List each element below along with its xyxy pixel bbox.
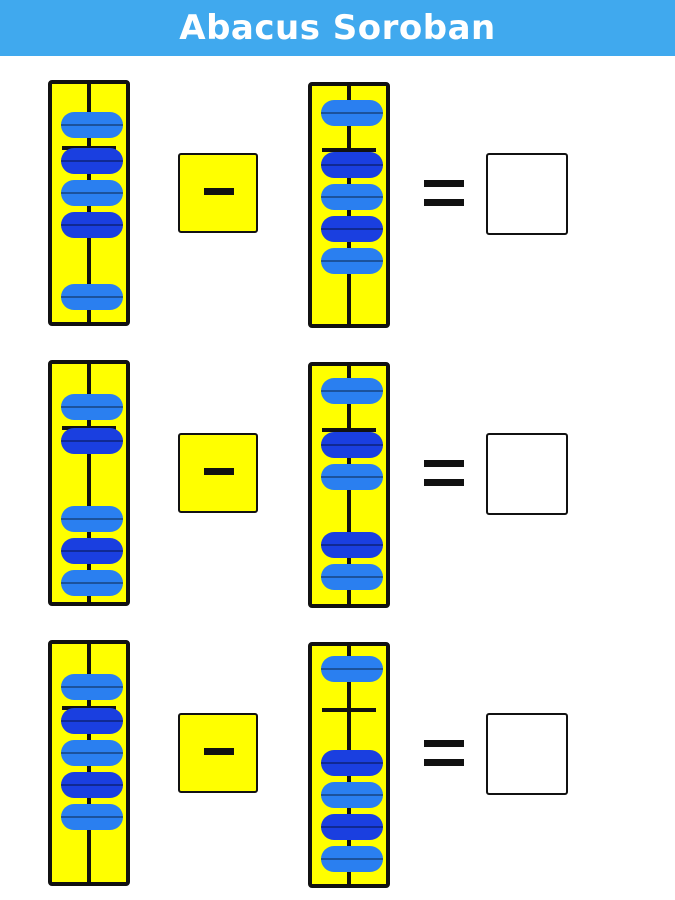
- operator-box-3: [178, 713, 258, 793]
- abacus-heaven-bead: [321, 378, 383, 404]
- abacus-right-3: [308, 642, 390, 888]
- abacus-left-1: [48, 80, 130, 326]
- abacus-earth-bead: [321, 532, 383, 558]
- abacus-earth-bead: [321, 750, 383, 776]
- abacus-earth-bead: [61, 506, 123, 532]
- abacus-left-3: [48, 640, 130, 886]
- answer-box-3[interactable]: [486, 713, 568, 795]
- abacus-earth-bead: [61, 180, 123, 206]
- abacus-right-2: [308, 362, 390, 608]
- abacus-heaven-bead: [321, 656, 383, 682]
- abacus-earth-bead: [61, 708, 123, 734]
- abacus-earth-bead: [61, 284, 123, 310]
- abacus-earth-bead: [61, 538, 123, 564]
- abacus-earth-bead: [321, 248, 383, 274]
- abacus-heaven-bead: [321, 100, 383, 126]
- equals-icon: [424, 180, 464, 206]
- abacus-earth-bead: [61, 428, 123, 454]
- abacus-earth-bead: [321, 184, 383, 210]
- abacus-right-1: [308, 82, 390, 328]
- minus-icon: [204, 468, 234, 475]
- answer-box-2[interactable]: [486, 433, 568, 515]
- operator-box-1: [178, 153, 258, 233]
- abacus-earth-bead: [61, 148, 123, 174]
- answer-box-1[interactable]: [486, 153, 568, 235]
- abacus-heaven-bead: [61, 112, 123, 138]
- abacus-earth-bead: [321, 216, 383, 242]
- equals-icon: [424, 740, 464, 766]
- abacus-divider-bar: [322, 148, 376, 152]
- abacus-earth-bead: [321, 464, 383, 490]
- equals-icon: [424, 460, 464, 486]
- abacus-earth-bead: [321, 846, 383, 872]
- abacus-divider-bar: [322, 428, 376, 432]
- abacus-earth-bead: [321, 782, 383, 808]
- abacus-divider-bar: [322, 708, 376, 712]
- abacus-earth-bead: [61, 772, 123, 798]
- header-bar: Abacus Soroban: [0, 0, 675, 56]
- operator-box-2: [178, 433, 258, 513]
- abacus-earth-bead: [61, 804, 123, 830]
- minus-icon: [204, 188, 234, 195]
- abacus-heaven-bead: [61, 674, 123, 700]
- abacus-left-2: [48, 360, 130, 606]
- page-title: Abacus Soroban: [179, 8, 496, 48]
- abacus-earth-bead: [61, 212, 123, 238]
- abacus-earth-bead: [321, 814, 383, 840]
- abacus-earth-bead: [61, 740, 123, 766]
- abacus-earth-bead: [61, 570, 123, 596]
- minus-icon: [204, 748, 234, 755]
- abacus-earth-bead: [321, 432, 383, 458]
- abacus-rod: [87, 364, 91, 602]
- abacus-earth-bead: [321, 564, 383, 590]
- abacus-earth-bead: [321, 152, 383, 178]
- abacus-heaven-bead: [61, 394, 123, 420]
